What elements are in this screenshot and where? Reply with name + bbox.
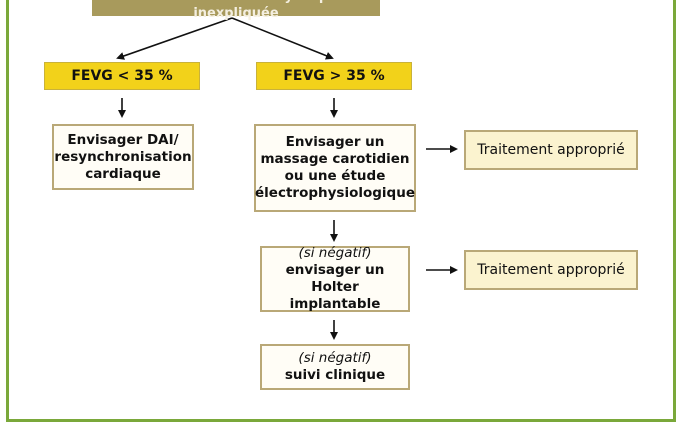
- condition-fevg-low: FEVG < 35 %: [44, 62, 200, 90]
- step-clinical-follow-up: (si négatif) suivi clinique: [260, 344, 410, 390]
- result-treatment-2: Traitement approprié: [464, 250, 638, 290]
- action-dai-resync: Envisager DAI/ resynchronisation cardiaq…: [52, 124, 194, 190]
- diagram-header: Bloc de branche et syncope inexpliquée: [92, 0, 380, 21]
- arrow-to-left-branch: [116, 17, 233, 60]
- condition-fevg-high: FEVG > 35 %: [256, 62, 412, 90]
- step-holter-implantable: (si négatif) envisager un Holter implant…: [260, 245, 410, 312]
- result-treatment-1: Traitement approprié: [464, 130, 638, 170]
- arrow-to-right-branch: [231, 17, 334, 60]
- step-massage-or-ep-study: Envisager un massage carotidien ou une é…: [254, 124, 416, 212]
- diagram-frame: [6, 0, 676, 422]
